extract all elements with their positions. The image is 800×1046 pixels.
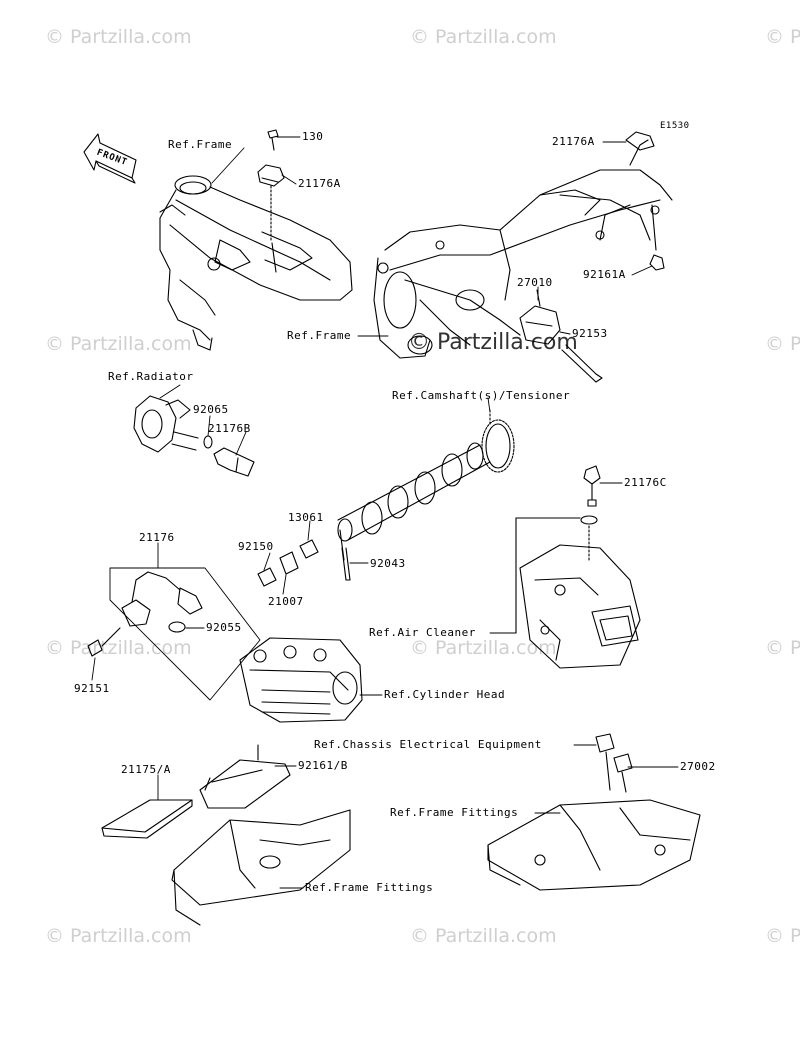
label-ref-frame-fittings: Ref.Frame Fittings (305, 881, 434, 894)
right-frame-drawing (373, 131, 673, 359)
watermark: © Partzilla.com (45, 637, 192, 659)
leader-lines (91, 136, 679, 889)
diagram-code: E1530 (660, 121, 690, 131)
part-27010-92153 (519, 289, 603, 383)
watermark: © Partzilla.com (45, 26, 192, 48)
front-arrow-icon (83, 133, 137, 184)
label-21176A: 21176A (552, 135, 595, 148)
sensor-21176A-top (257, 129, 285, 241)
label-92065: 92065 (193, 403, 229, 416)
label-13061: 13061 (288, 511, 324, 524)
cylinder-head-drawing (239, 637, 363, 723)
label-21176A: 21176A (298, 177, 341, 190)
label-ref-radiator: Ref.Radiator (108, 370, 194, 383)
label-ref-air-cleaner: Ref.Air Cleaner (369, 626, 476, 639)
label-27010: 27010 (517, 276, 553, 289)
label-ref-frame: Ref.Frame (168, 138, 233, 151)
label-ref-chassis-electrical: Ref.Chassis Electrical Equipment (314, 738, 542, 751)
watermark: © Partzilla.com (765, 637, 800, 659)
label-92153: 92153 (572, 327, 608, 340)
watermark: © Partzilla.com (45, 333, 192, 355)
label-92043: 92043 (370, 557, 406, 570)
label-21176C: 21176C (624, 476, 667, 489)
label-21176B: 21176B (208, 422, 251, 435)
bottom-left-drawing (101, 744, 351, 926)
watermark: © Partzilla.com (765, 925, 800, 947)
bottom-right-drawing (487, 733, 701, 891)
label-21176: 21176 (139, 531, 175, 544)
label-ref-frame-fittings: Ref.Frame Fittings (390, 806, 519, 819)
label-ref-frame: Ref.Frame (287, 329, 352, 342)
label-21175A: 21175/A (121, 763, 171, 776)
label-27002: 27002 (680, 760, 716, 773)
label-92151: 92151 (74, 682, 110, 695)
label-92161B: 92161/B (298, 759, 348, 772)
camshaft-drawing (337, 409, 515, 581)
label-92161A: 92161A (583, 268, 626, 281)
watermark: © Partzilla.com (410, 26, 557, 48)
parts-13061-21007-92150 (257, 539, 319, 587)
air-cleaner-drawing (515, 465, 641, 669)
radiator-sensor-21176B (133, 395, 255, 477)
sensor-21176-harness (87, 567, 261, 701)
watermark: © Partzilla.com (765, 26, 800, 48)
watermark: © Partzilla.com (410, 637, 557, 659)
label-ref-camshaft: Ref.Camshaft(s)/Tensioner (392, 389, 571, 402)
label-21007: 21007 (268, 595, 304, 608)
label-92150: 92150 (238, 540, 274, 553)
label-92055: 92055 (206, 621, 242, 634)
watermark: © Partzilla.com (410, 925, 557, 947)
label-ref-cylinder-head: Ref.Cylinder Head (384, 688, 506, 701)
watermark: © Partzilla.com (765, 333, 800, 355)
label-130: 130 (302, 130, 324, 143)
left-frame-drawing (159, 175, 353, 351)
watermark: © Partzilla.com (45, 925, 192, 947)
